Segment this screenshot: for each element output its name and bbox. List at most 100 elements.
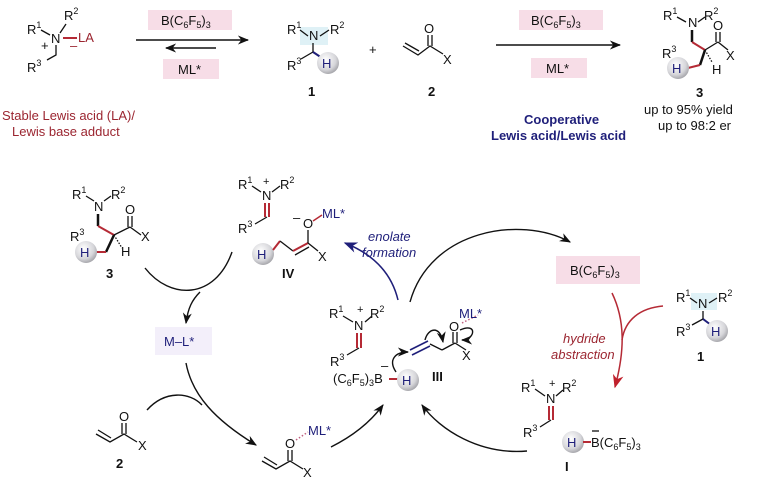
svg-text:R3: R3 [330, 352, 344, 369]
cycle-1-label: 1 [697, 349, 704, 364]
svg-text:N: N [698, 296, 707, 311]
hydride-label-line2: abstraction [551, 347, 615, 362]
adduct-r1: R1 [27, 20, 41, 37]
svg-text:N: N [262, 188, 271, 203]
svg-text:R3: R3 [676, 322, 690, 339]
intermediate-iii: R1 R2 + N R3 (C6F5)3B – H O X ML* III [329, 304, 482, 391]
hydride-abstraction-arrow [611, 292, 624, 389]
svg-text:B(C6F5)3: B(C6F5)3 [591, 435, 641, 452]
svg-text:R1: R1 [72, 185, 86, 202]
cycle-iv-label: IV [282, 266, 295, 281]
svg-text:H: H [257, 247, 266, 262]
svg-text:O: O [125, 202, 135, 217]
lewis-adduct: R1 R2 N + – LA R3 Stable Lewis acid (LA)… [2, 6, 135, 139]
compound-1: R1 R2 N H R3 1 [287, 20, 344, 99]
svg-text:ML*: ML* [308, 423, 331, 438]
forward-arrow: B(C6F5)3 ML* Cooperative Lewis acid/Lewi… [491, 10, 626, 143]
svg-text:ML*: ML* [322, 206, 345, 221]
svg-text:+: + [263, 176, 269, 188]
svg-text:O: O [285, 436, 295, 451]
yield-text: up to 95% yield [644, 102, 733, 117]
svg-text:R3: R3 [523, 423, 537, 440]
cycle-3-label: 3 [106, 266, 113, 281]
adduct-r3: R3 [27, 58, 41, 75]
svg-text:–: – [381, 358, 389, 373]
product-3-top: R1 R2 N O X H H R3 3 up to 95% yield up … [644, 6, 735, 133]
compound-2-label: 2 [428, 84, 435, 99]
adduct-r2: R2 [64, 6, 78, 23]
svg-text:+: + [357, 304, 363, 316]
cycle-arc-3-iv [144, 251, 233, 291]
intermediate-iv: R1 R2 + N R3 H O – ML* X IV [238, 175, 345, 281]
coordinated-acrylate: O X ML* [261, 423, 331, 479]
svg-text:H: H [80, 245, 89, 260]
svg-text:H: H [711, 324, 720, 339]
svg-text:R2: R2 [330, 20, 344, 37]
svg-text:X: X [462, 348, 471, 363]
cycle-compound-1: R1 R2 N H R3 1 [676, 288, 732, 364]
svg-text:N: N [309, 28, 318, 43]
svg-text:R1: R1 [238, 175, 252, 192]
svg-text:R1: R1 [287, 20, 301, 37]
adduct-caption-line2: Lewis base adduct [12, 124, 120, 139]
svg-text:X: X [138, 438, 147, 453]
svg-text:O: O [449, 319, 459, 334]
svg-text:R2: R2 [280, 175, 294, 192]
adduct-n: N [51, 31, 60, 46]
svg-text:O: O [303, 216, 313, 231]
svg-text:R3: R3 [70, 227, 84, 244]
cycle-2-label: 2 [116, 456, 123, 471]
cycle-compound-2: O X 2 [95, 409, 147, 471]
svg-text:R2: R2 [718, 288, 732, 305]
svg-text:X: X [726, 48, 735, 63]
svg-text:H: H [121, 244, 130, 259]
cycle-i-label: I [565, 459, 569, 474]
adduct-la: LA [78, 30, 94, 45]
svg-text:R1: R1 [329, 304, 343, 321]
svg-text:X: X [318, 249, 327, 264]
svg-text:H: H [402, 373, 411, 388]
svg-text:–: – [293, 210, 301, 225]
svg-text:ML*: ML* [459, 306, 482, 321]
svg-text:R2: R2 [111, 185, 125, 202]
product-3-label: 3 [696, 85, 703, 100]
cycle-arrow-to-borane [409, 228, 571, 303]
svg-text:R1: R1 [676, 288, 690, 305]
er-text: up to 98:2 er [658, 118, 732, 133]
svg-text:N: N [94, 199, 103, 214]
compound-2: O X 2 [402, 21, 452, 99]
svg-text:+: + [549, 378, 555, 390]
cycle-product-3: R1 R2 N O X H H R3 3 [70, 185, 150, 281]
svg-text:X: X [141, 229, 150, 244]
cycle-arrow-i-to-iii [421, 404, 528, 453]
svg-text:R2: R2 [562, 378, 576, 395]
svg-text:H: H [322, 56, 331, 71]
hydride-label-line1: hydride [563, 331, 606, 346]
enolate-label-line2: formation [362, 245, 416, 260]
svg-text:X: X [303, 465, 312, 479]
svg-text:N: N [354, 318, 363, 333]
svg-text:N: N [688, 15, 697, 30]
cooperative-caption-line2: Lewis acid/Lewis acid [491, 128, 626, 143]
svg-text:X: X [443, 52, 452, 67]
borane-catalyst: B(C6F5)3 [556, 256, 640, 284]
svg-text:R2: R2 [370, 304, 384, 321]
cycle-arrow-acrylate-to-iii [330, 404, 384, 448]
amine-entry-arrow [621, 305, 664, 341]
svg-text:N: N [546, 391, 555, 406]
svg-text:H: H [712, 62, 721, 77]
svg-text:R1: R1 [521, 378, 535, 395]
adduct-plus: + [41, 38, 49, 53]
enolate-formation-arrow [343, 242, 399, 301]
compound-1-label: 1 [308, 84, 315, 99]
equilibrium-bottom-reagent: ML* [178, 62, 201, 77]
intermediate-i: R1 R2 + N R3 H B(C6F5)3 I [521, 378, 641, 474]
svg-text:R3: R3 [287, 56, 301, 73]
adduct-minus: – [70, 38, 78, 53]
equilibrium-arrow: B(C6F5)3 ML* [136, 10, 250, 79]
cycle-arrow-metal-down [185, 362, 257, 446]
svg-text:O: O [119, 409, 129, 424]
cooperative-caption-line1: Cooperative [524, 112, 599, 127]
forward-bottom-reagent: ML* [546, 61, 569, 76]
